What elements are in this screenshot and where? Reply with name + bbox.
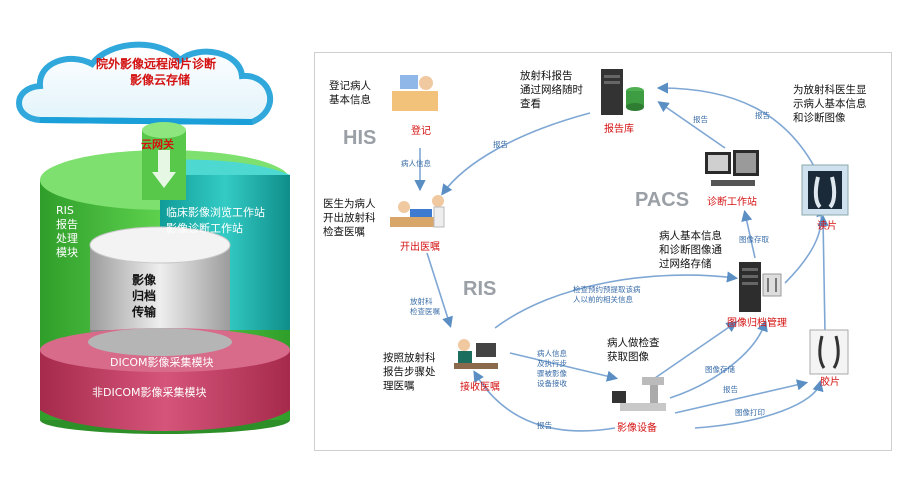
order-label: 开出医嘱	[400, 242, 440, 253]
ris-line-4: 模块	[56, 246, 78, 259]
register-desc-line-1: 登记病人	[329, 80, 371, 92]
dicom-module-label: DICOM影像采集模块	[110, 356, 214, 369]
radiology-exam-line-1: 放射科	[410, 297, 433, 306]
doctor-description: 医生为病人 开出放射科 检查医嘱	[323, 197, 376, 239]
archive-line-2: 归档	[132, 289, 157, 303]
patient-steps-line-2: 及执行步	[537, 359, 567, 368]
receive-description: 按照放射科 报告步骤处 理医嘱	[383, 351, 436, 393]
diagnostic-workstation-icon	[703, 148, 763, 192]
prefetch-line-2: 人以前的相关信息	[573, 295, 633, 304]
ris-line-3: 处理	[56, 232, 78, 245]
film-label: 胶片	[820, 377, 840, 388]
report-desc-line-3: 查看	[520, 98, 541, 110]
radiology-exam-line-2: 检查医嘱	[410, 307, 440, 316]
arrow-label-patient-steps: 病人信息 及执行步 骤被影像 设备接收	[537, 349, 567, 389]
registration-desk-icon	[390, 71, 440, 113]
ris-line-1: RIS	[56, 204, 74, 217]
receive-desc-line-2: 报告步骤处	[383, 366, 436, 378]
register-description: 登记病人 基本信息	[329, 79, 371, 107]
cloud-storage-graphic	[16, 41, 290, 434]
receive-label: 接收医嘱	[460, 382, 500, 393]
archive-label: 影像 归档 传输	[132, 272, 156, 320]
transfer-desc-line-1: 病人基本信息	[659, 230, 722, 242]
gateway-tube	[142, 122, 186, 200]
patient-steps-line-4: 设备接收	[537, 379, 567, 388]
doctor-desc-line-2: 开出放射科	[323, 212, 376, 224]
server-icon	[595, 67, 647, 117]
cloud-title-line2: 影像云存储	[130, 73, 191, 87]
transfer-desc-line-3: 过网络存储	[659, 258, 712, 270]
archive-line-3: 传输	[132, 305, 157, 319]
prefetch-line-1: 检查预约预提取该病	[573, 285, 641, 294]
clinical-ws-line2: 影像诊断工作站	[166, 222, 243, 235]
receive-desk-icon	[450, 333, 500, 373]
cloud-storage-diagram: 院外影像远程阅片诊断 影像云存储 云网关 RIS 报告 处理 模块 临床影像浏览…	[0, 0, 310, 474]
transfer-desc-line-2: 和诊断图像通	[659, 244, 722, 256]
arrow-label-radiology-exam: 放射科 检查医嘱	[410, 297, 440, 317]
arrow-label-report-5: 报告	[537, 421, 552, 430]
patient-steps-line-3: 骤被影像	[537, 369, 567, 378]
report-description: 放射科报告 通过网络随时 查看	[520, 69, 583, 111]
arrow-label-report-1: 报告	[493, 140, 508, 149]
pink-ring	[40, 328, 290, 431]
read-label: 读片	[817, 221, 837, 232]
non-dicom-module-label: 非DICOM影像采集模块	[92, 386, 207, 399]
arrow-label-image-print: 图像打印	[735, 408, 765, 417]
arrow-label-patient-info: 病人信息	[401, 159, 431, 168]
doctor-desc-line-1: 医生为病人	[323, 198, 376, 210]
exam-desc-line-2: 获取图像	[607, 351, 649, 363]
arrow-label-image-store: 图像存储	[705, 365, 735, 374]
arrow-label-report-2: 报告	[693, 115, 708, 124]
arrow-label-report-3: 报告	[755, 111, 770, 120]
workflow-arrows	[414, 82, 829, 432]
receive-desc-line-1: 按照放射科	[383, 352, 436, 364]
display-description: 为放射科医生显 示病人基本信息 和诊断图像	[793, 83, 867, 125]
exam-desc-line-1: 病人做检查	[607, 337, 660, 349]
arrow-label-image-fetch: 图像存取	[739, 235, 769, 244]
pacs-server-rack-icon	[735, 258, 785, 314]
receive-desc-line-3: 理医嘱	[383, 380, 415, 392]
cloud-title-line1: 院外影像远程阅片诊断	[96, 57, 217, 71]
arrow-label-prefetch: 检查预约预提取该病 人以前的相关信息	[573, 285, 641, 305]
ris-module-label: RIS 报告 处理 模块	[56, 204, 78, 260]
imaging-device-icon	[610, 373, 672, 419]
exam-description: 病人做检查 获取图像	[607, 336, 660, 364]
xray-viewer-icon	[800, 163, 850, 217]
film-icon	[808, 328, 850, 376]
display-desc-line-1: 为放射科医生显	[793, 84, 867, 96]
cloud-icon	[16, 41, 274, 126]
archive-line-1: 影像	[132, 273, 157, 287]
doctor-desc-line-3: 检查医嘱	[323, 226, 365, 238]
ris-section-label: RIS	[463, 278, 497, 300]
diag-ws-label: 诊断工作站	[707, 197, 757, 208]
report-desc-line-2: 通过网络随时	[520, 84, 583, 96]
register-desc-line-2: 基本信息	[329, 94, 371, 106]
patient-steps-line-1: 病人信息	[537, 349, 567, 358]
pacs-section-label: PACS	[635, 189, 690, 211]
clinical-ws-line1: 临床影像浏览工作站	[166, 206, 265, 219]
device-label: 影像设备	[617, 423, 657, 434]
ris-line-2: 报告	[56, 218, 78, 231]
arrow-label-report-4: 报告	[723, 385, 738, 394]
transfer-description: 病人基本信息 和诊断图像通 过网络存储	[659, 229, 722, 271]
report-desc-line-1: 放射科报告	[520, 70, 573, 82]
doctor-patient-icon	[390, 193, 450, 233]
register-label: 登记	[411, 126, 431, 137]
workflow-panel: HIS RIS PACS 登记病人 基本信息 登记 放射科报告 通过网络随时 查…	[314, 52, 892, 451]
gateway-label: 云网关	[141, 138, 174, 151]
archive-label-right: 图像归档管理	[727, 318, 787, 329]
display-desc-line-3: 和诊断图像	[793, 112, 846, 124]
his-section-label: HIS	[343, 127, 377, 149]
display-desc-line-2: 示病人基本信息	[793, 98, 867, 110]
report-db-label: 报告库	[604, 124, 634, 135]
